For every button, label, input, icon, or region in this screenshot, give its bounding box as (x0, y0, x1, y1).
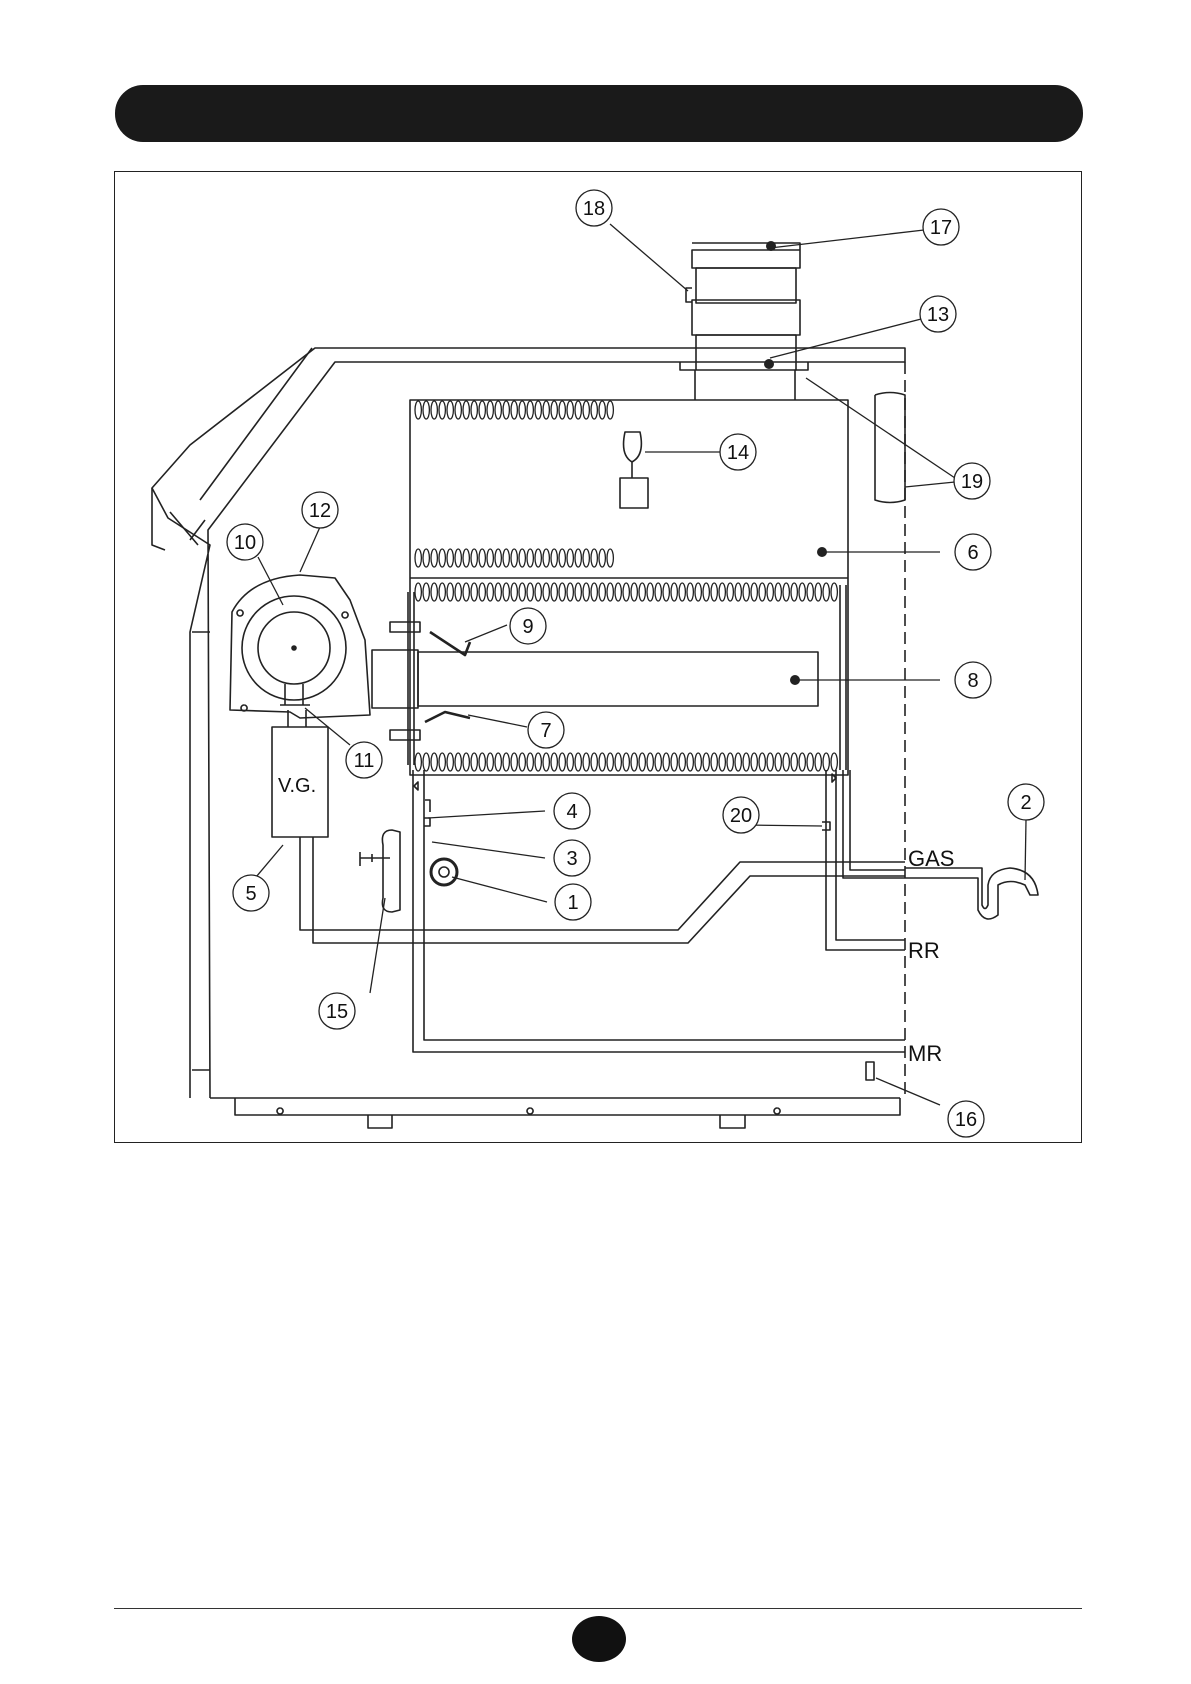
callout-14: 14 (727, 442, 749, 464)
callout-12: 12 (309, 500, 331, 522)
condensate-siphon (905, 868, 1038, 919)
callout-15: 15 (326, 1001, 348, 1023)
flue-connector (680, 243, 808, 400)
callout-19: 19 (961, 471, 983, 493)
callout-1: 1 (567, 892, 578, 914)
callout-9: 9 (522, 616, 533, 638)
fan-housing (230, 575, 370, 718)
coil-row (415, 753, 837, 771)
side-flue-pipe (875, 393, 905, 503)
page-number-badge (572, 1616, 626, 1662)
gas-valve-label: V.G. (278, 775, 316, 797)
callout-2: 2 (1020, 792, 1031, 814)
callout-4: 4 (566, 801, 577, 823)
callout-10: 10 (234, 532, 256, 554)
leader-dots (764, 241, 827, 685)
gas-pipe (300, 837, 905, 943)
pipe-label-rr: RR (908, 938, 940, 963)
coil-row (415, 583, 837, 601)
burner-tube (418, 652, 818, 706)
callout-bubbles (227, 190, 1044, 1137)
callout-3: 3 (566, 848, 577, 870)
callout-17: 17 (930, 217, 952, 239)
callout-5: 5 (245, 883, 256, 905)
cabinet-outline (152, 348, 905, 1128)
pipe-label-mr: MR (908, 1041, 942, 1066)
return-pipe (826, 770, 905, 950)
callout-11: 11 (354, 750, 375, 772)
callout-20: 20 (730, 805, 752, 827)
callout-16: 16 (955, 1109, 977, 1131)
callout-18: 18 (583, 198, 605, 220)
footer-rule (114, 1608, 1082, 1609)
pipe-label-gas: GAS (908, 846, 954, 871)
coil-row (415, 401, 613, 419)
callout-13: 13 (927, 304, 949, 326)
callout-7: 7 (540, 720, 551, 742)
callout-8: 8 (967, 670, 978, 692)
flow-pipe (413, 770, 905, 1052)
coil-row (415, 549, 613, 567)
callout-6: 6 (967, 542, 978, 564)
